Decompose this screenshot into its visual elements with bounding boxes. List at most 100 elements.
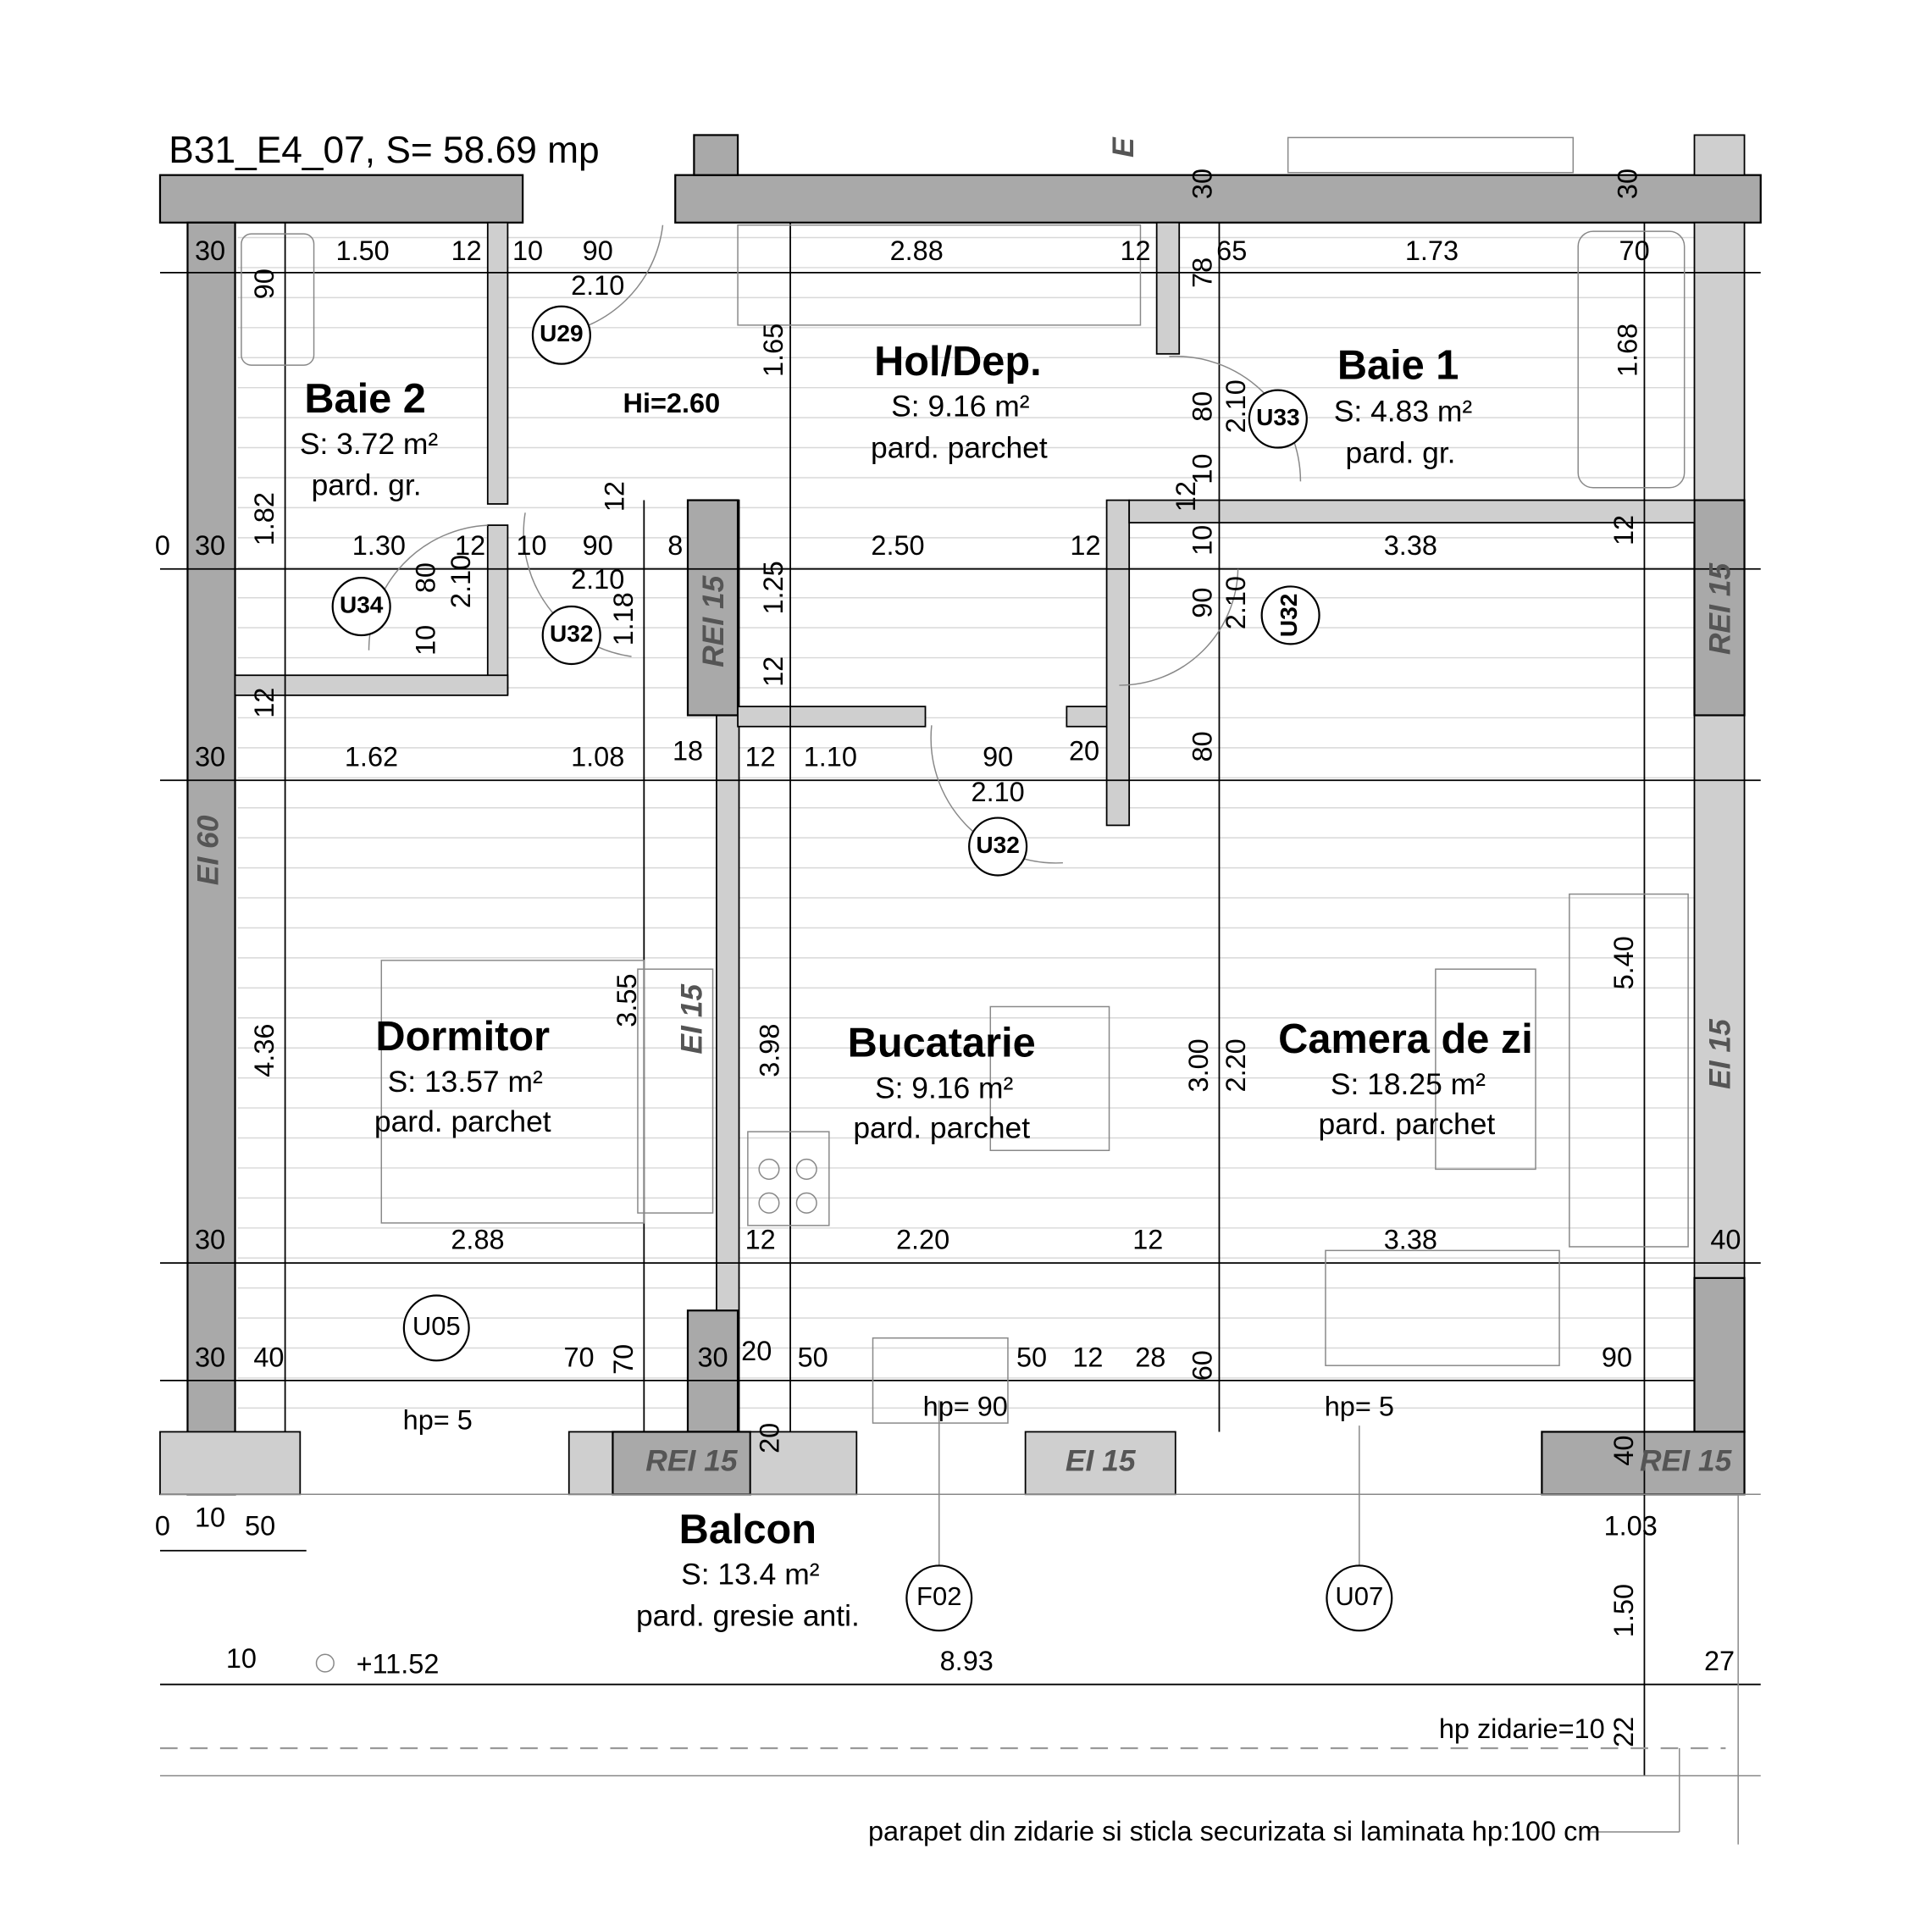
room-name: Balcon <box>679 1507 817 1553</box>
room-area: S: 18.25 m² <box>1331 1067 1486 1101</box>
room-floor: pard. gr. <box>312 468 422 502</box>
interior-height: Hi=2.60 <box>623 388 721 418</box>
dimension-label: 50 <box>1016 1342 1047 1372</box>
dimension-lines <box>159 222 1761 1845</box>
wall-hatched-bottom <box>686 1309 739 1433</box>
dimension-label: 1.18 <box>608 592 639 645</box>
fire-rating-label: REI 15 <box>696 574 730 667</box>
wardrobe <box>637 968 714 1214</box>
walls <box>158 134 1762 1496</box>
dimension-label: 12 <box>599 481 629 512</box>
door-tag: U29 <box>540 320 583 346</box>
dimension-label: 22 <box>1608 1717 1639 1747</box>
dimension-label: 90 <box>249 268 280 299</box>
room-name: Baie 1 <box>1337 342 1459 388</box>
dimension-label: 30 <box>195 530 225 561</box>
door-tag-circle <box>531 305 591 365</box>
wall-kitchen-top-2 <box>1066 706 1111 728</box>
dimension-label: 12 <box>745 742 776 772</box>
dimension-label: 90 <box>1602 1342 1632 1372</box>
coffee-table <box>1435 968 1536 1171</box>
dimension-label: 1.03 <box>1604 1511 1658 1542</box>
room-floor: pard. parchet <box>871 430 1048 464</box>
dimension-label: 4.36 <box>249 1024 280 1077</box>
dimension-label: 10 <box>1187 454 1217 484</box>
door-tag: U34 <box>340 591 384 617</box>
dimension-label: 2.10 <box>571 564 624 595</box>
fire-rating-label: EI 15 <box>1702 1018 1736 1089</box>
dimension-label: 2.50 <box>871 530 924 561</box>
dimension-label: 30 <box>195 235 225 266</box>
door-tag-circle <box>968 817 1028 877</box>
wall-baie1-left <box>1155 221 1181 355</box>
dimension-label: 12 <box>1070 530 1100 561</box>
dimension-label: 3.98 <box>755 1024 785 1077</box>
dimension-label: 2.10 <box>1221 576 1251 629</box>
dimension-label: 80 <box>410 562 440 593</box>
stove-burner <box>795 1192 817 1214</box>
bathtub <box>1577 230 1686 489</box>
room-floor: pard. parchet <box>374 1104 551 1138</box>
dimension-label: 12 <box>745 1225 776 1255</box>
shower-tray <box>241 233 315 366</box>
dimension-label: 12 <box>1608 515 1639 545</box>
wall-top-left <box>158 174 524 224</box>
dimension-label: 2.88 <box>451 1225 504 1255</box>
dimension-label: 78 <box>1187 257 1217 288</box>
room-area: S: 3.72 m² <box>300 427 439 461</box>
dimension-label: 2.20 <box>1221 1038 1251 1092</box>
dimension-label: 3.38 <box>1384 1225 1437 1255</box>
dimension-label: 20 <box>1069 735 1099 766</box>
wall-right-hatched-1 <box>1693 499 1746 717</box>
floor-grid <box>237 236 1695 1409</box>
wall-baie2-bottom <box>234 674 509 696</box>
wall-kitchen-top-1 <box>737 706 927 728</box>
door-tag: U33 <box>1256 404 1299 430</box>
room-area: S: 9.16 m² <box>875 1071 1014 1104</box>
dimension-label: 30 <box>1187 169 1217 199</box>
apartment-title: B31_E4_07, S= 58.69 mp <box>169 130 599 171</box>
dimension-label: 90 <box>583 530 613 561</box>
window-top <box>1287 136 1575 174</box>
dimension-label: 27 <box>1704 1646 1735 1676</box>
dimension-label: 8.93 <box>940 1646 994 1676</box>
door-tag-circle <box>331 576 391 637</box>
dimension-label: 12 <box>1120 235 1150 266</box>
dimension-label: 12 <box>451 235 482 266</box>
wall-hatched-hall <box>686 499 739 717</box>
dimension-label: 70 <box>608 1344 639 1375</box>
dimension-label: 3.55 <box>612 973 642 1027</box>
wall-kitchen-right <box>1105 499 1131 827</box>
dimension-label: 30 <box>195 742 225 772</box>
dimension-label: 1.10 <box>804 742 857 772</box>
dimension-label: 30 <box>195 1225 225 1255</box>
dimension-label: 2.10 <box>1221 379 1251 433</box>
dimension-label: 30 <box>1612 169 1642 199</box>
fire-rating-label: EI 15 <box>1066 1444 1137 1478</box>
dimension-label: 50 <box>245 1511 275 1542</box>
dimension-label: 60 <box>1187 1350 1217 1381</box>
dimension-label: 80 <box>1187 731 1217 761</box>
dimension-label: 2.20 <box>896 1225 949 1255</box>
dimension-label: 0 <box>155 530 170 561</box>
dimension-label: 50 <box>798 1342 828 1372</box>
room-balcon: Balcon S: 13.4 m² pard. gresie anti. <box>636 1507 860 1632</box>
elevation: +11.52 <box>357 1648 440 1679</box>
dimension-label: 10 <box>516 530 546 561</box>
wall-left <box>186 221 236 1496</box>
door-tag-circle <box>1248 389 1308 449</box>
dimension-label: 2.88 <box>890 235 944 266</box>
fire-rating-label: EI 60 <box>191 815 224 885</box>
dimension-label: 3.00 <box>1183 1038 1214 1092</box>
dimension-label: 90 <box>1187 588 1217 618</box>
dimension-label: 10 <box>410 625 440 656</box>
room-baie-1: Baie 1 S: 4.83 m² pard. gr. <box>1334 342 1473 469</box>
dimension-label: 2.10 <box>571 270 624 301</box>
dimension-label: 1.62 <box>345 742 398 772</box>
dimension-label: 70 <box>1619 235 1650 266</box>
dimension-label: 12 <box>758 656 789 687</box>
